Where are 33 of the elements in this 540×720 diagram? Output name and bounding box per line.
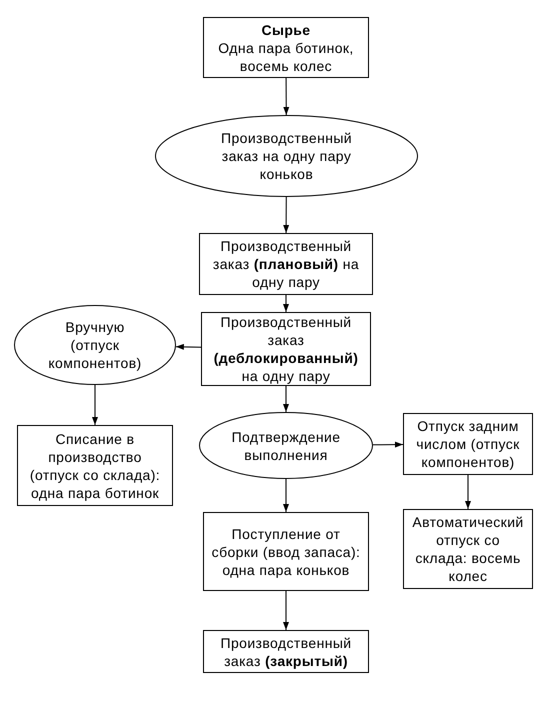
- process-box: [201, 312, 371, 386]
- arrow: [465, 474, 471, 510]
- process-ellipse: [155, 115, 418, 197]
- box-text: Автоматический отпуск со склада: восемь колес: [411, 513, 525, 585]
- box-text: Вручную (отпуск компонентов): [47, 318, 143, 372]
- arrow: [175, 344, 202, 350]
- box-text: Поступление от сборки (ввод запаса): одна пара коньков: [210, 524, 362, 578]
- arrow: [283, 78, 290, 116]
- arrow: [92, 384, 98, 426]
- box-heading: Сырье: [261, 20, 310, 38]
- box-text: Списание в производство (отпуск со склада): одна пара ботинок: [28, 430, 162, 502]
- process-box: [403, 509, 533, 589]
- box-text: Отпуск задним числом (отпуск компонентов): [415, 417, 521, 471]
- box-text: Производственный заказ на одну пару коньков: [220, 129, 354, 183]
- arrow: [283, 196, 290, 234]
- box-text: Производственный заказ (закрытый): [219, 634, 353, 670]
- arrow: [283, 294, 289, 312]
- box-text: Подтверждение выполнения: [230, 428, 342, 464]
- process-box: [203, 630, 369, 673]
- process-ellipse: [14, 305, 176, 385]
- box-text: Производственный заказ (деблокированный) на одну пару: [212, 313, 360, 385]
- arrow: [372, 442, 404, 448]
- process-box: [199, 233, 373, 295]
- process-box: [203, 512, 369, 591]
- box-text: Производственный заказ (плановый) на одну пару: [212, 237, 360, 291]
- process-box: [203, 17, 369, 78]
- arrow: [283, 478, 289, 512]
- arrow: [283, 386, 289, 412]
- process-box: [403, 413, 533, 475]
- process-ellipse: [199, 412, 373, 479]
- box-text: Одна пара ботинок, восемь колес: [217, 38, 355, 74]
- process-box: [17, 425, 173, 506]
- arrow: [283, 590, 289, 630]
